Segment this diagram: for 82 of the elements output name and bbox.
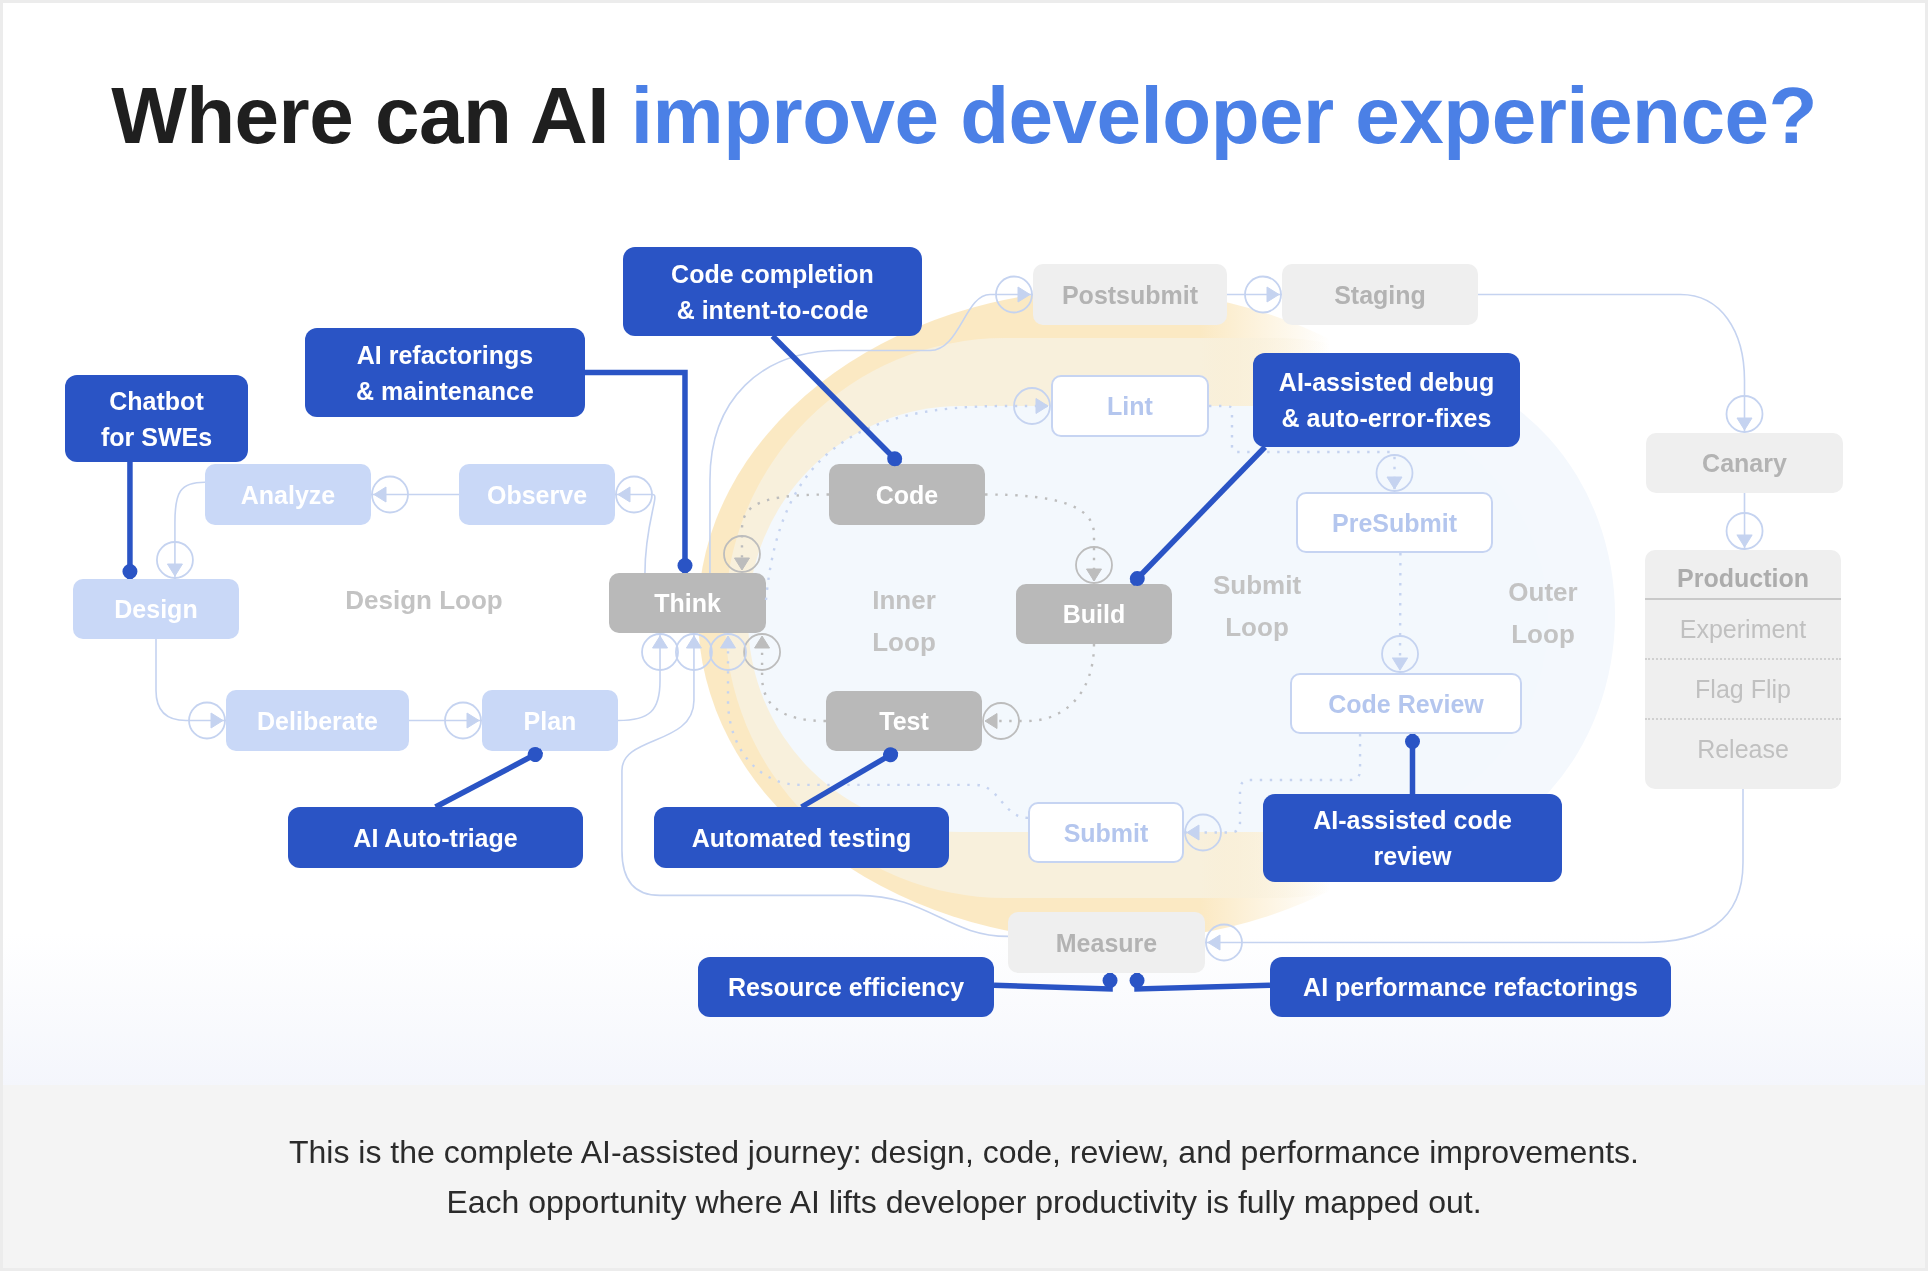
process-box <box>226 690 409 751</box>
callout-text: Automated testing <box>691 822 912 853</box>
process-label: Code Review <box>1328 688 1484 719</box>
process-box <box>1016 584 1172 644</box>
callout-box <box>654 807 949 868</box>
leader-line <box>585 369 693 573</box>
leader-line <box>1405 734 1420 794</box>
process-label: Build <box>1062 599 1126 629</box>
callout-box <box>305 328 585 417</box>
dotted-arrow <box>743 633 827 723</box>
loop-label: Submit Loop <box>1211 569 1303 644</box>
loop-label: Design Loop <box>344 584 504 617</box>
callout-text: AI refactorings & maintenance <box>355 339 535 407</box>
process-box <box>1282 264 1478 325</box>
process-box <box>829 464 985 525</box>
callout-box <box>65 375 248 462</box>
arrow <box>621 632 1009 938</box>
process-box <box>1028 802 1184 863</box>
leader-line <box>1129 445 1267 587</box>
process-box <box>826 691 982 751</box>
callout-text: AI Auto-triage <box>353 822 518 853</box>
callout-box <box>288 807 583 868</box>
callout-text: AI performance refactorings <box>1303 972 1638 1002</box>
dotted-arrow <box>1381 553 1419 673</box>
process-label: Measure <box>1055 927 1158 958</box>
leader-line <box>800 747 899 810</box>
arrow <box>155 638 227 740</box>
process-label: Submit <box>1063 817 1149 848</box>
callout-box <box>1253 353 1520 447</box>
dotted-arrow <box>982 643 1096 740</box>
process-label: Code <box>875 479 939 510</box>
leader-line <box>993 973 1118 992</box>
leader-line <box>122 462 138 579</box>
dotted-arrow <box>709 633 1029 820</box>
callout-box <box>623 247 922 336</box>
arrow <box>617 632 679 722</box>
process-box <box>205 464 371 525</box>
callout-text: Chatbot for SWEs <box>99 385 214 453</box>
callout-text: AI-assisted debug & auto-error-fixes <box>1277 367 1496 434</box>
process-box <box>1296 492 1493 553</box>
process-label: Canary <box>1702 448 1787 478</box>
leader-line <box>434 747 544 810</box>
process-label: Test <box>879 706 929 736</box>
panel-heading: Production <box>1677 563 1809 594</box>
dotted-arrow <box>1209 404 1414 492</box>
process-box <box>459 464 615 525</box>
callout-text: Resource efficiency <box>727 972 965 1002</box>
arrow <box>156 481 206 580</box>
dotted-arrow <box>764 387 1051 601</box>
callout-text: Code completion & intent-to-code <box>670 258 875 326</box>
process-box <box>1290 673 1522 734</box>
loop-label: Outer Loop <box>1507 576 1579 651</box>
process-box <box>482 690 618 751</box>
loop-label: Inner Loop <box>871 584 937 659</box>
arrow <box>408 701 483 740</box>
process-box <box>609 573 766 633</box>
process-box <box>1008 912 1205 973</box>
process-label: PreSubmit <box>1332 507 1457 538</box>
arrow <box>709 275 1034 574</box>
process-label: Postsubmit <box>1061 279 1199 310</box>
process-box <box>1051 375 1209 437</box>
dotted-arrow <box>723 493 829 573</box>
caption-text: This is the complete AI-assisted journey: design, code, review, and performance improvements. Each opportunity where AI lifts developer productivity is fully mapped out. <box>288 1132 1640 1222</box>
callout-box <box>698 957 994 1017</box>
callout-box <box>1270 957 1671 1017</box>
process-box <box>73 579 239 639</box>
callout-box <box>1263 794 1562 882</box>
stage-panel <box>1645 550 1841 789</box>
leader-line <box>770 334 903 467</box>
process-label: Staging <box>1334 279 1426 310</box>
arrow <box>614 475 656 574</box>
process-label: Lint <box>1107 391 1153 421</box>
arrow <box>1477 293 1764 434</box>
dotted-arrow <box>985 493 1113 584</box>
arrow <box>370 475 460 514</box>
process-box <box>1033 264 1227 325</box>
process-box <box>1646 433 1843 493</box>
dotted-arrow <box>1184 734 1362 852</box>
process-label: Think <box>654 588 721 618</box>
leader-line <box>1129 973 1271 992</box>
callout-text: AI-assisted code review <box>1312 805 1513 872</box>
arrow <box>1204 788 1744 962</box>
